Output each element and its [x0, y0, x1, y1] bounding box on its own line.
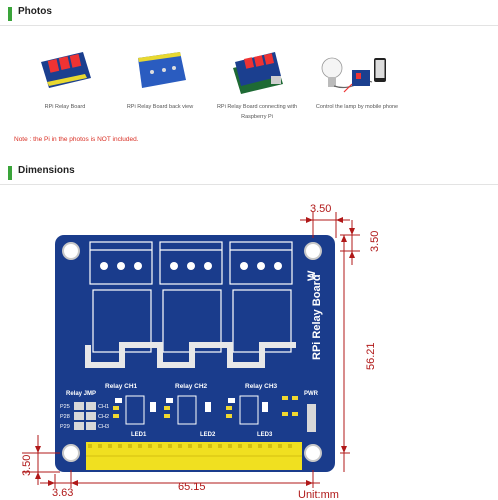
relay-board-thumbnail — [20, 48, 110, 98]
dim-unit: Unit:mm — [298, 489, 339, 500]
yellow-pads — [113, 396, 298, 418]
jmp-channel-label: CH2 — [98, 414, 109, 420]
dimension-drawing: RPi Relay Board W Relay CH1 Relay CH2 Re… — [21, 203, 381, 500]
section-accent-bar — [8, 7, 12, 21]
isolation-slot — [85, 342, 296, 368]
mounting-holes — [62, 242, 322, 462]
board-title: RPi Relay Board — [311, 274, 323, 360]
dim-right-offset: 3.50 — [369, 231, 381, 252]
board-logo: W — [306, 270, 318, 281]
dim-height: 56.21 — [365, 342, 377, 370]
photo-caption: RPi Relay Board back view — [126, 104, 194, 110]
jmp-pin-label: P28 — [60, 414, 70, 420]
jmp-pin-label: P29 — [60, 424, 70, 430]
photo-caption: RPi Relay Board connecting with Raspberr… — [212, 102, 302, 122]
photo-lamp-control[interactable]: Control the lamp by mobile phone — [312, 48, 402, 112]
gpio-pins — [88, 444, 292, 448]
jmp-title: Relay JMP — [66, 391, 96, 397]
led-label: LED3 — [257, 432, 273, 438]
photo-caption: RPi Relay Board — [44, 104, 86, 110]
photo-relay-board-back[interactable]: RPi Relay Board back view — [115, 48, 205, 112]
relay-ch-label: Relay CH3 — [245, 383, 278, 390]
dim-left-offset: 3.50 — [21, 455, 33, 476]
caption-line: Raspberry Pi — [241, 114, 273, 120]
photo-relay-board-with-pi[interactable]: RPi Relay Board connecting with Raspberr… — [212, 48, 302, 122]
jmp-channel-label: CH3 — [98, 424, 109, 430]
pwr-connector — [307, 404, 316, 432]
dim-bottom-offset: 3.63 — [52, 487, 73, 499]
photos-section-title: Photos — [18, 6, 52, 17]
caption-line: RPi Relay Board connecting with — [216, 104, 298, 110]
pwr-label: PWR — [304, 391, 319, 397]
relay-board-with-pi-thumbnail — [212, 48, 302, 98]
led-label: LED1 — [131, 432, 147, 438]
dim-top-offset: 3.50 — [310, 203, 331, 215]
photo-relay-board[interactable]: RPi Relay Board — [20, 48, 110, 112]
photo-caption: Control the lamp by mobile phone — [315, 104, 399, 110]
jmp-channel-label: CH1 — [98, 404, 109, 410]
section-accent-bar — [8, 166, 12, 180]
jmp-pin-label: P25 — [60, 404, 70, 410]
terminal-screws — [100, 262, 282, 270]
lamp-control-thumbnail — [312, 48, 402, 98]
relay-board-back-thumbnail — [115, 48, 205, 98]
dimensions-section-header: Dimensions — [0, 162, 498, 185]
components — [115, 395, 268, 425]
relay-ch-label: Relay CH1 — [105, 383, 138, 390]
relay-ch-label: Relay CH2 — [175, 383, 208, 390]
dim-width: 65.15 — [178, 481, 206, 493]
relay-terminals — [89, 241, 293, 285]
photos-section-header: Photos — [0, 3, 498, 26]
note-text: Note : the Pi in the photos is NOT inclu… — [14, 136, 139, 143]
led-label: LED2 — [200, 432, 216, 438]
jmp-pins — [74, 402, 96, 430]
dimensions-section-title: Dimensions — [18, 165, 75, 176]
dimension-arrows — [35, 217, 355, 486]
